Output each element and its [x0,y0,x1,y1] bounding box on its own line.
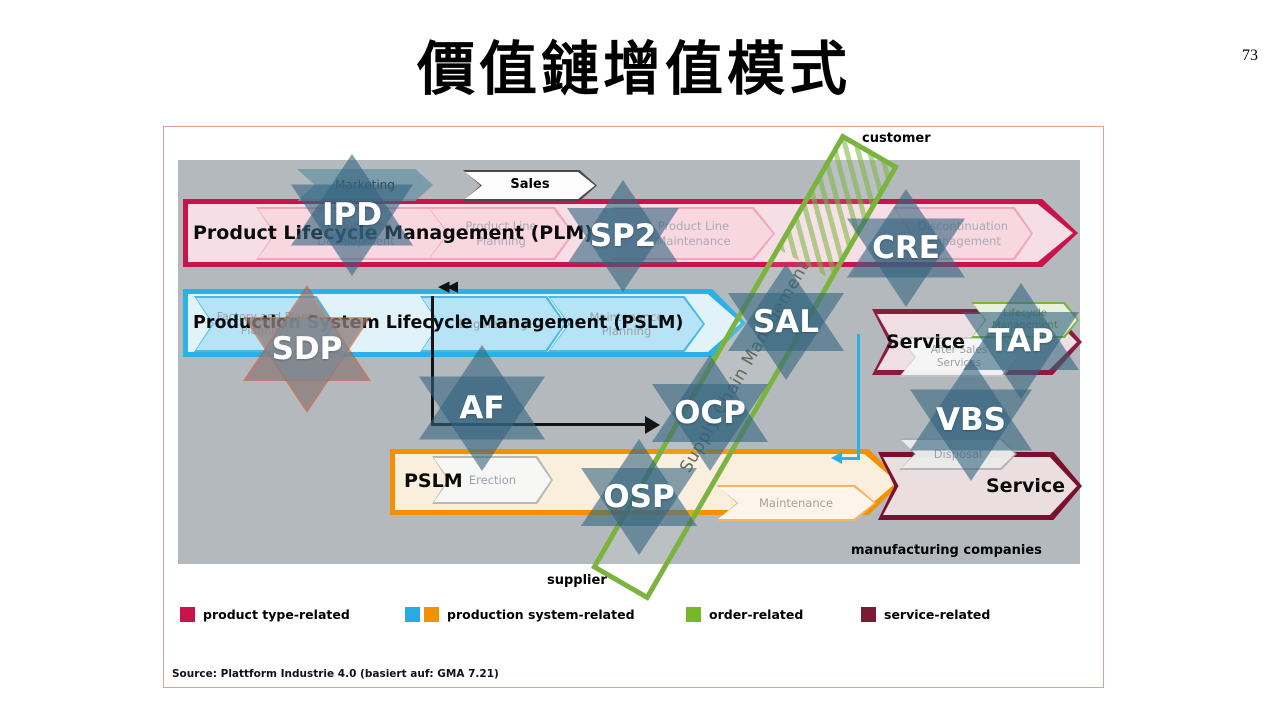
star-badge-sal: SAL [728,264,844,380]
star-badge-tap: TAP [963,283,1079,399]
star-label: IPD [322,197,382,233]
customer-label: customer [862,131,931,146]
chevron-fill [718,487,874,519]
star-label: SAL [752,304,820,340]
star-label: OCP [674,395,746,431]
legend-label-service: service-related [884,607,991,622]
page-number: 73 [1242,47,1258,64]
black-connector-horizontal [431,423,645,426]
legend-label-production-system: production system-related [447,607,635,622]
star-badge-vbs: VBS [910,359,1032,481]
band-label-service-lower: Service [986,475,1065,497]
band-label-service-upper: Service [886,331,965,353]
cyan-connector-horizontal [841,457,859,460]
double-left-arrow-icon: ◀◀ [438,277,458,295]
star-badge-cre: CRE [847,189,965,307]
star-badge-ipd: IPD [291,154,413,276]
chevron-erection: Erection [432,456,553,504]
slide-title: 價值鏈增值模式 [416,35,851,103]
legend-swatch-order [686,607,701,622]
legend-label-order: order-related [709,607,804,622]
star-label: OSP [603,479,675,515]
chevron-sales: Sales [463,170,597,201]
star-badge-af: AF [419,345,545,471]
arrowhead-left-icon [831,452,842,464]
chevron-maintenance-planning: Maintenance Planning [548,296,705,352]
legend-swatch-production-system-orange [424,607,439,622]
star-badge-sp2: SP2 [567,180,679,292]
chevron-label: Sales [510,177,550,193]
star-badge-sdp: SDP [243,285,371,413]
star-label: SP2 [589,218,657,254]
chevron-fill [434,458,551,502]
chevron-label: Maintenance [758,495,834,510]
star-label: AF [459,390,505,426]
chevron-fill [465,172,595,199]
chevron-fill [422,298,564,350]
band-label-pslm-instance: PSLM [404,470,463,492]
chevron-label: Engineering [458,316,528,331]
chevron-label: Product Line Planning [465,219,537,248]
black-connector-vertical [431,296,434,426]
chevron-label: Product Line Maintenance [656,219,731,248]
supplier-label: supplier [547,573,607,588]
legend-label-product-type: product type-related [203,607,350,622]
chevron-product-line-planning: Product Line Planning [428,207,574,260]
legend-swatch-product-type [180,607,195,622]
chevron-engineering: Engineering [420,296,566,352]
chevron-label: Erection [468,472,517,487]
source-note: Source: Plattform Industrie 4.0 (basiert… [172,668,499,680]
cyan-connector-vertical [857,334,860,460]
star-label: CRE [872,230,940,266]
arrowhead-right-icon [645,416,660,434]
star-badge-ocp: OCP [652,355,768,471]
legend-swatch-service [861,607,876,622]
chevron-maintenance: Maintenance [716,485,876,521]
chevron-label: Maintenance Planning [589,309,664,338]
legend-swatch-production-system-blue [405,607,420,622]
chevron-fill [550,298,703,350]
manufacturing-companies-label: manufacturing companies [851,543,1042,558]
star-label: SDP [271,331,343,367]
star-badge-osp: OSP [581,439,697,555]
star-label: TAP [988,323,1054,359]
chevron-fill [430,209,572,258]
star-label: VBS [936,402,1006,438]
